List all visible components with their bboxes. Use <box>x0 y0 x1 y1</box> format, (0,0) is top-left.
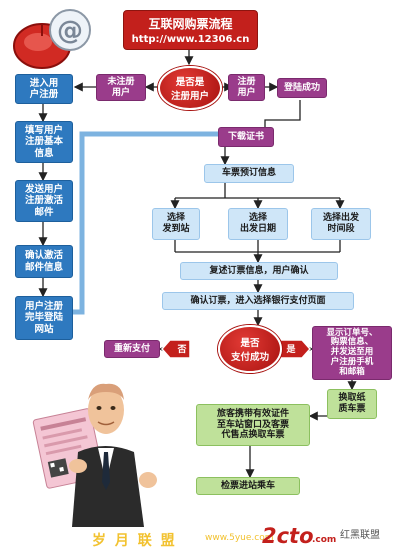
node-enter-register: 进入用 户注册 <box>15 74 73 104</box>
label-no: 否 <box>177 345 187 355</box>
mouse-icon: @ <box>13 9 91 69</box>
node-choose-date: 选择 出发日期 <box>228 208 288 240</box>
node-board: 检票进站乘车 <box>196 477 300 495</box>
svg-text:@: @ <box>57 16 83 46</box>
footer-logo-suffix: .com <box>312 535 337 545</box>
node-ticket-booking: 车票预订信息 <box>204 164 294 183</box>
node-fill-info: 填写用户 注册基本 信息 <box>15 121 73 163</box>
node-repay: 重新支付 <box>104 340 160 358</box>
node-review-info: 复述订票信息，用户确认 <box>180 262 338 280</box>
node-login-success: 登陆成功 <box>277 78 327 98</box>
node-confirm-order: 确认订票，进入选择银行支付页面 <box>162 292 354 310</box>
footer-brand: 红黑联盟 <box>340 530 380 541</box>
footer-watermark: 岁 月 联 盟 www.5yue.com 2cto .com 红黑联盟 <box>0 524 401 551</box>
node-choose-station: 选择 发到站 <box>152 208 200 240</box>
node-traveler-exchange: 旅客携带有效证件 至车站窗口及客票 代售点换取车票 <box>196 404 310 446</box>
flow-title-text: 互联网购票流程 <box>148 17 233 31</box>
footer-url: www.5yue.com <box>205 533 274 543</box>
node-choose-time: 选择出发 时间段 <box>311 208 371 240</box>
footer-logo: 2cto <box>262 524 314 548</box>
decision-pay-success: 是否 支付成功 <box>218 325 282 373</box>
businessman-illustration <box>32 383 157 527</box>
node-download-cert: 下载证书 <box>218 127 274 147</box>
arrow-login-download <box>264 100 301 131</box>
node-confirm-activation: 确认激活 邮件信息 <box>15 245 73 278</box>
node-exchange-ticket: 换取纸 质车票 <box>327 389 377 419</box>
no-arrow-shape <box>160 339 191 359</box>
node-not-registered: 未注册 用户 <box>96 74 146 101</box>
node-register-done: 用户注册 完毕登陆 网站 <box>15 296 73 340</box>
node-show-order: 显示订单号、 购票信息、 并发送至用 户注册手机 和邮箱 <box>312 326 392 380</box>
bracket-connector <box>68 131 218 315</box>
label-yes: 是 <box>286 345 296 355</box>
flow-title-url: http://www.12306.cn <box>131 34 250 45</box>
node-registered: 注册 用户 <box>228 74 265 101</box>
footer-left-text: 岁 月 联 盟 <box>92 533 177 549</box>
flow-title: 互联网购票流程 http://www.12306.cn <box>123 10 258 50</box>
node-send-activation: 发送用户 注册激活 邮件 <box>15 180 73 222</box>
decision-is-registered: 是否是 注册用户 <box>158 66 222 110</box>
